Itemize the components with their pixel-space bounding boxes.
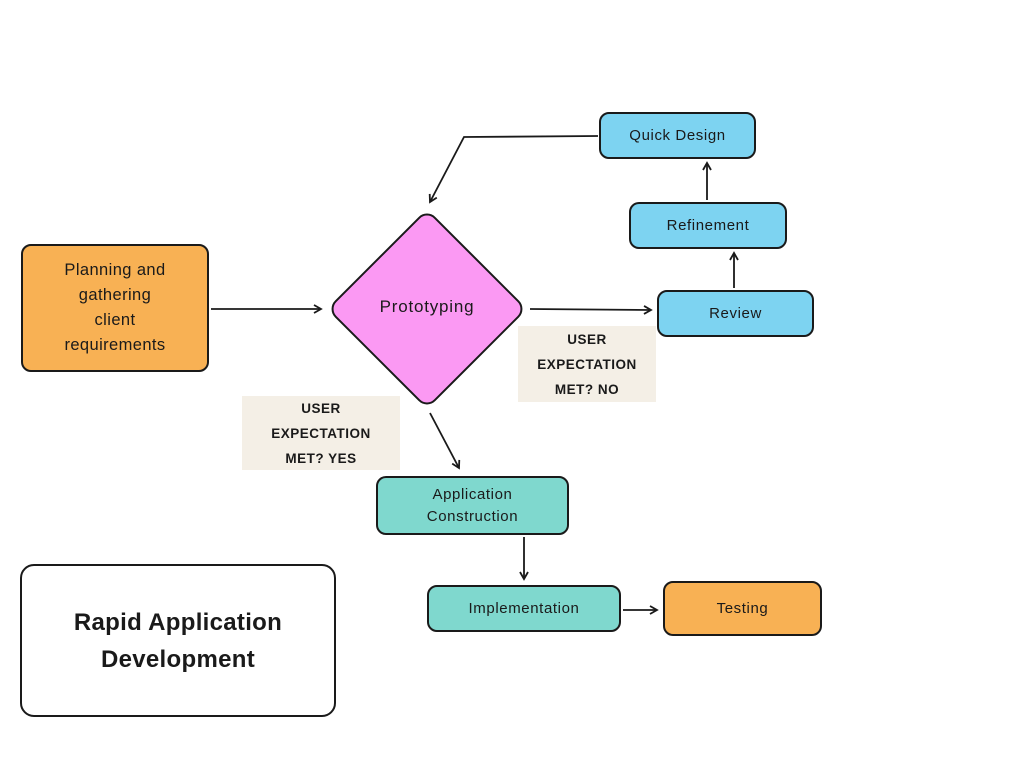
node-application-construction-label: Construction xyxy=(426,507,519,525)
node-application-construction: Application Construction xyxy=(376,476,569,535)
edge-label-no-line: USER xyxy=(567,331,607,347)
node-testing: Testing xyxy=(663,581,822,636)
node-planning: Planning and gathering client requiremen… xyxy=(21,244,209,372)
edge-label-no-line: EXPECTATION xyxy=(537,356,637,372)
node-planning-label: gathering xyxy=(78,286,152,304)
node-planning-label: requirements xyxy=(64,336,166,354)
edge-label-user-expectation-yes: USER EXPECTATION MET? YES xyxy=(242,396,400,470)
node-quick-design-label: Quick Design xyxy=(629,126,726,144)
edge-label-yes-line: USER xyxy=(301,400,341,416)
diagram-title: Rapid Application xyxy=(73,608,283,636)
node-quick-design: Quick Design xyxy=(599,112,756,159)
diagram-title-box: Rapid Application Development xyxy=(20,564,336,717)
edge-label-yes-line: EXPECTATION xyxy=(271,425,371,441)
node-implementation-label: Implementation xyxy=(468,599,580,617)
node-refinement-label: Refinement xyxy=(666,216,750,234)
arrow-prototyping-to-review xyxy=(529,305,653,315)
diagram-title: Development xyxy=(100,645,255,673)
node-implementation: Implementation xyxy=(427,585,621,632)
node-planning-label: client xyxy=(94,311,136,329)
edge-label-yes-line: MET? YES xyxy=(285,450,357,466)
node-prototyping-label: Prototyping xyxy=(379,297,475,316)
node-application-construction-label: Application xyxy=(432,485,513,503)
arrow-quick-design-to-prototyping xyxy=(428,135,599,204)
node-review-label: Review xyxy=(709,304,762,322)
node-refinement: Refinement xyxy=(629,202,787,249)
edge-label-user-expectation-no: USER EXPECTATION MET? NO xyxy=(518,326,656,402)
arrow-prototyping-to-application-construction xyxy=(429,412,461,470)
node-testing-label: Testing xyxy=(716,599,769,617)
edge-label-no-line: MET? NO xyxy=(554,381,620,397)
node-review: Review xyxy=(657,290,814,337)
node-planning-label: Planning and xyxy=(64,261,166,279)
